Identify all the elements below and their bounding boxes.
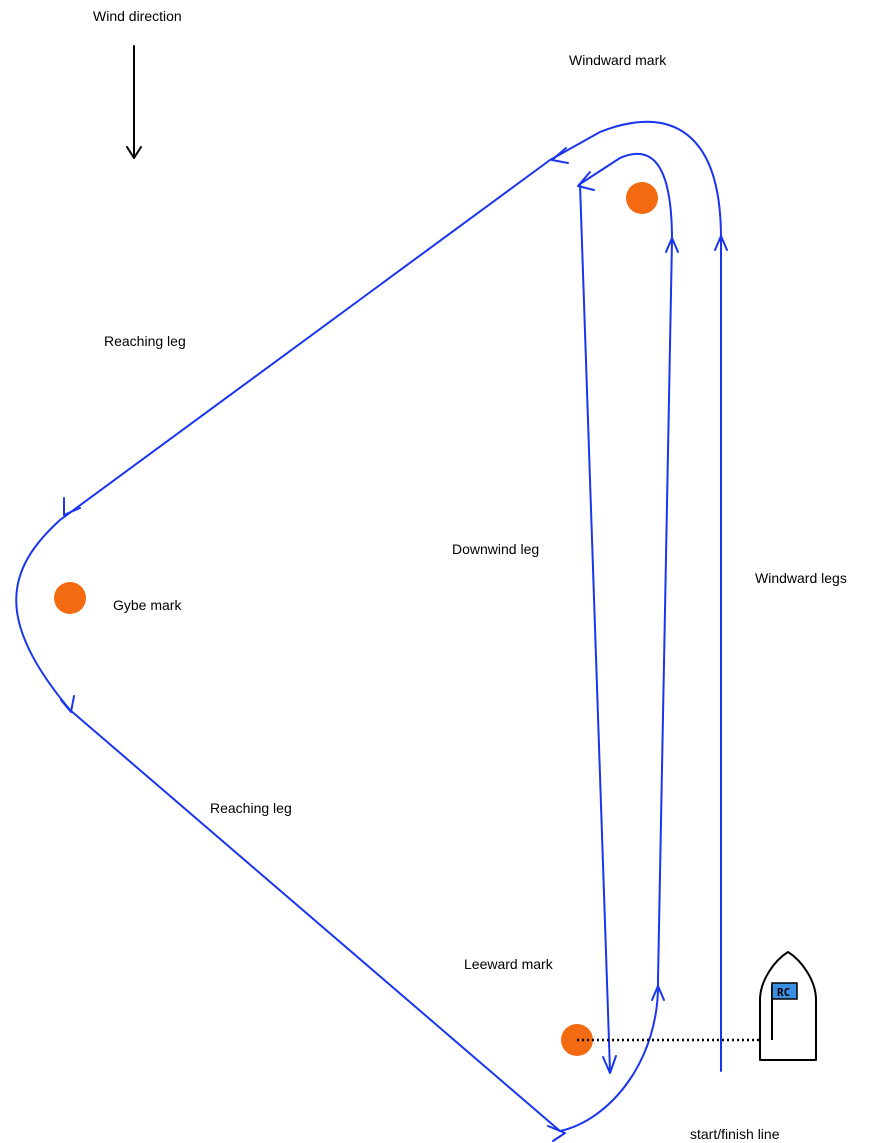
rc-flag [771, 982, 798, 1000]
start-finish-line-label: start/finish line [690, 1126, 780, 1142]
arrowhead-downwind-leg [602, 1055, 617, 1074]
wind-direction-arrow [126, 45, 142, 159]
arrowhead-inner-windward [665, 237, 679, 253]
arrowhead-leeward-rounding [547, 1125, 566, 1142]
leeward-mark-label: Leeward mark [464, 956, 554, 972]
gybe-mark-label: Gybe mark [113, 597, 182, 613]
arrowhead-outer-windward [714, 235, 728, 251]
reaching-leg-bottom-label: Reaching leg [210, 800, 292, 816]
arrowhead-start-leg [651, 985, 665, 1001]
windward-legs-label: Windward legs [755, 570, 847, 586]
reaching-leg-top-label: Reaching leg [104, 333, 186, 349]
windward-mark-label: Windward mark [569, 52, 667, 68]
inner-course-path [559, 153, 673, 1132]
arrowhead-gybe-rounding [60, 695, 75, 713]
arrowhead-windward-rounding-inner [577, 171, 595, 191]
gybe-mark-buoy [54, 582, 86, 614]
downwind-leg-label: Downwind leg [452, 541, 539, 557]
course-paths [15, 120, 728, 1142]
arrowhead-reaching-leg-1 [63, 497, 81, 516]
committee-boat-icon: RC [759, 951, 817, 1061]
rc-flag-text: RC [777, 986, 790, 999]
windward-mark-buoy [626, 182, 658, 214]
wind-direction-label: Wind direction [93, 8, 182, 24]
arrowhead-windward-rounding-outer [551, 147, 569, 164]
outer-windward-leg-path [15, 120, 722, 1132]
